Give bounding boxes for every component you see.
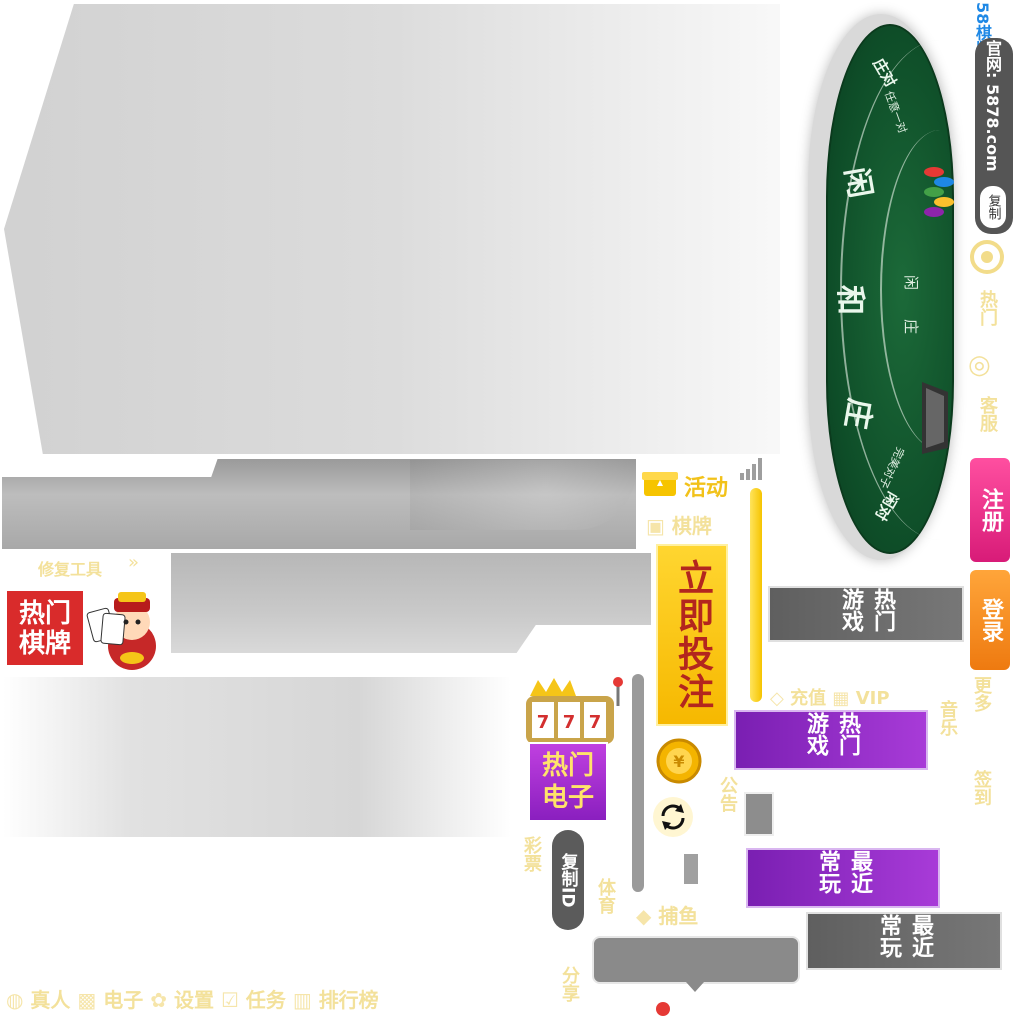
tooltip-arrow [686,982,704,992]
faint-fishing-label: ◆ 捕鱼 [636,904,699,928]
login-button[interactable]: 登录 [970,570,1010,670]
refresh-icon[interactable] [652,796,694,838]
svg-text:7: 7 [589,712,602,733]
faint-lottery-label: 彩票 [521,836,542,872]
hot-games-gray-tag[interactable]: 热门游戏 [768,586,964,642]
faint-service-label: 客服 [977,396,998,432]
register-button[interactable]: 注册 [970,458,1010,562]
hot-slots-tag[interactable]: 热门电子 [528,742,608,822]
banner-ring-deco [410,460,636,530]
bet-now-label: 立即投注 [672,559,713,711]
faint-bottom-nav: ◍ 真人 ▩ 电子 ✿ 设置 ☑ 任务 ▥ 排行榜 [6,988,379,1012]
mini-player-label: 闲 [902,274,921,291]
activity-tab[interactable]: 活动 [684,476,729,501]
faint-hot-label: 热门 [977,290,998,326]
faint-sign-label: 签到 [971,770,992,806]
recent-gray-tag[interactable]: 最近常玩 [806,912,1002,970]
gray-chip [684,854,698,884]
felt-inner-arc [880,130,952,450]
site-url-text: 官网: 5878.com [983,40,1002,172]
hot-cards-tag[interactable]: 热门棋牌 [4,588,86,668]
double-chevron-icon: » [128,552,140,573]
svg-text:¥: ¥ [673,752,684,771]
gray-block [744,792,774,836]
slot-machine-icon: 7 7 7 [516,676,628,748]
red-dot-badge [656,1002,670,1016]
banner-strip-bottom [3,677,511,837]
faint-share-label: 分享 [559,966,580,1002]
copy-id-label: 复制ID [557,852,578,908]
faint-recharge-label: ◇ 充值 ▦ VIP [770,688,890,709]
hot-cards-label: 热门棋牌 [18,599,71,659]
card-shoe-icon [918,378,952,458]
svg-text:7: 7 [537,712,550,733]
faint-logo-icon [970,240,1004,274]
faint-music-label: 音乐 [937,700,958,736]
recent-purple-tag[interactable]: 最近常玩 [746,848,940,908]
faint-sports-label: 体育 [595,878,616,914]
copy-id-button[interactable]: 复制ID [552,830,584,930]
upgrade-label: 修复工具 [38,560,103,579]
yellow-scrollbar[interactable] [750,488,762,702]
gold-coin-icon: ¥ [656,738,702,784]
faint-more-label: 更多 [971,676,992,712]
bet-now-button[interactable]: 立即投注 [656,544,728,726]
tie-zone[interactable]: 和 [832,285,867,315]
faint-target-icon: ◎ [968,350,991,380]
tooltip-bubble [592,936,800,984]
gray-scrollbar[interactable] [632,674,644,892]
copy-site-button[interactable]: 复制 [980,186,1006,228]
chip-stack-icon [920,162,956,222]
faint-notice-label: 公告 [717,776,738,812]
felt-arc-line [840,40,954,540]
svg-text:7: 7 [563,712,576,733]
mini-banker-label: 庄 [902,318,921,335]
faint-cards-label: ▣ 棋牌 [646,514,712,538]
banner-strip-mid [171,553,651,653]
fortune-god-mascot-icon [84,588,164,672]
main-panel [4,4,780,454]
hot-slots-label: 热门电子 [541,751,594,813]
hot-games-purple-tag[interactable]: 热门游戏 [734,710,928,770]
gift-box-icon [640,466,680,498]
signal-icon [740,458,764,480]
